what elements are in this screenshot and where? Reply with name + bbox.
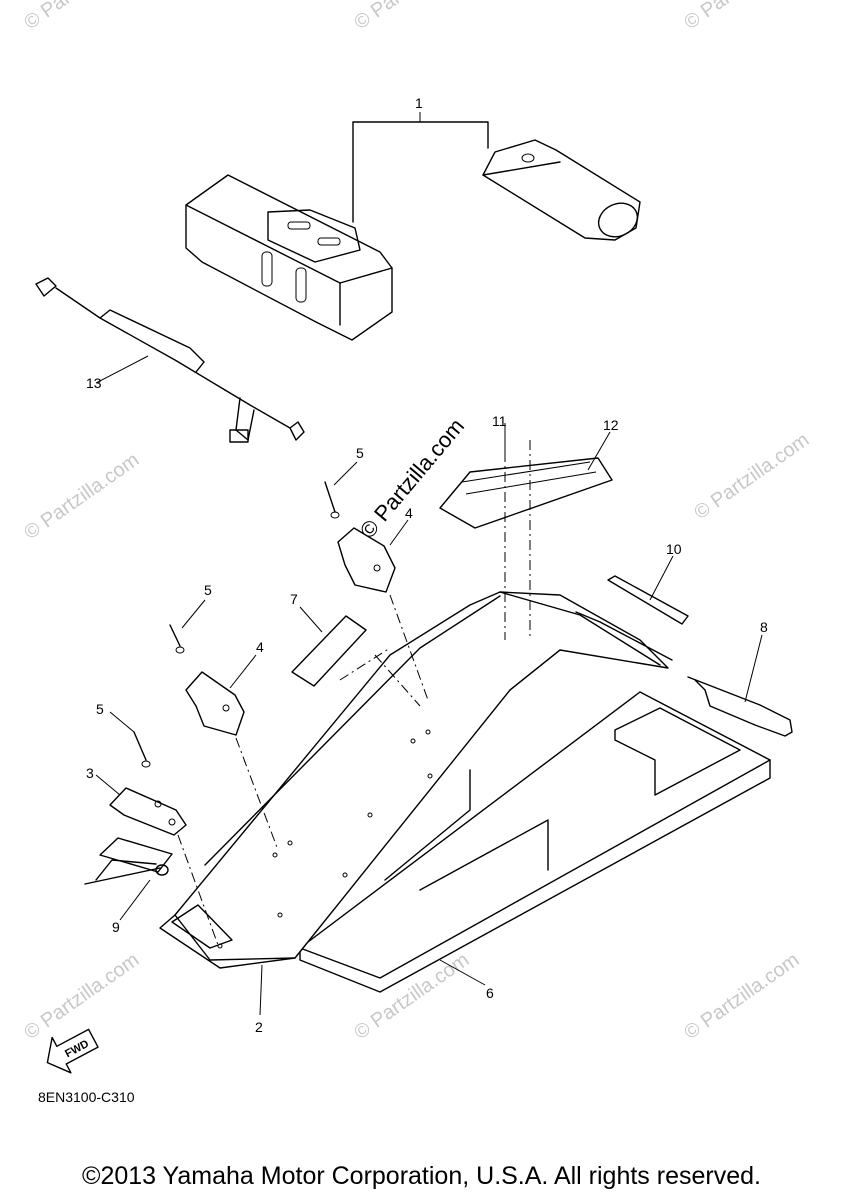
hinge-lower <box>99 731 219 946</box>
callout-13: 13 <box>86 375 102 391</box>
callout-8: 8 <box>760 619 768 635</box>
callout-7: 7 <box>290 591 298 607</box>
callout-5: 5 <box>204 582 212 598</box>
watermark: © Partzilla.com <box>20 449 143 544</box>
callout-5: 5 <box>356 445 364 461</box>
leader-lines <box>95 423 763 1016</box>
watermark: © Partzilla.com <box>680 0 803 34</box>
callout-9: 9 <box>112 919 120 935</box>
watermark: © Partzilla.com <box>350 0 473 34</box>
hinge-upper <box>324 481 429 701</box>
copyright-notice: ©2013 Yamaha Motor Corporation, U.S.A. A… <box>82 1162 761 1190</box>
callout-1: 1 <box>415 95 423 111</box>
main-cover <box>159 591 669 969</box>
callout-6: 6 <box>486 985 494 1001</box>
tool-kit-assembly <box>185 112 641 341</box>
pads-and-seals <box>439 440 689 661</box>
callout-10: 10 <box>666 541 682 557</box>
watermark: © Partzilla.com <box>690 429 813 524</box>
deck-mat <box>299 691 771 993</box>
watermark: © Partzilla.com <box>350 949 473 1044</box>
pin <box>687 676 793 737</box>
watermark-layer: © Partzilla.com © Partzilla.com © Partzi… <box>20 0 813 1044</box>
watermark: © Partzilla.com <box>20 0 143 34</box>
lanyard-pin <box>84 859 169 885</box>
callout-4: 4 <box>256 639 264 655</box>
arrow-icon <box>46 1028 99 1074</box>
watermark-prominent: © Partzilla.com <box>355 414 469 544</box>
callout-2: 2 <box>255 1019 263 1035</box>
watermark: © Partzilla.com <box>680 949 803 1044</box>
callout-3: 3 <box>86 765 94 781</box>
callout-5: 5 <box>96 701 104 717</box>
drawing-code: 8EN3100-C310 <box>38 1089 135 1105</box>
callout-12: 12 <box>603 417 619 433</box>
callout-11: 11 <box>492 413 507 429</box>
watermark: © Partzilla.com <box>20 949 143 1044</box>
lanyard-cable <box>35 277 305 443</box>
callout-4: 4 <box>405 505 413 521</box>
hinge-middle <box>169 624 279 851</box>
caution-label <box>291 615 421 707</box>
callouts: 1 2 3 4 4 5 5 5 6 7 8 9 10 11 12 13 <box>86 95 768 1035</box>
